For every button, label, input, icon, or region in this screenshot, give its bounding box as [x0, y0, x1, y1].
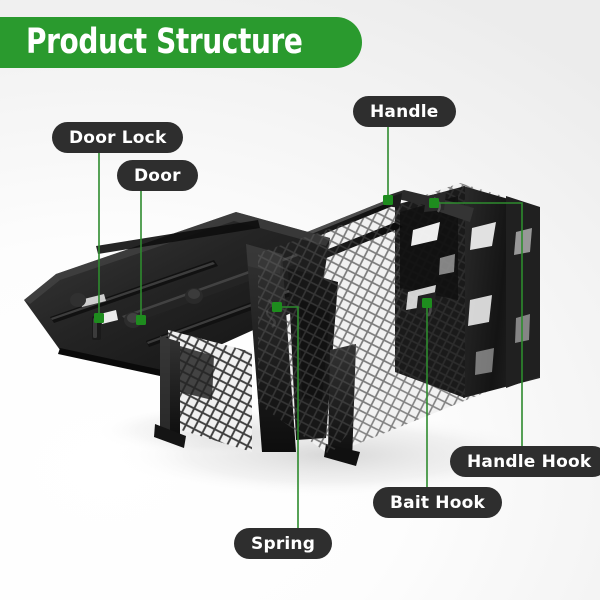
- rear-plate: [463, 186, 540, 398]
- callout-label-spring[interactable]: Spring: [234, 528, 333, 559]
- front-mesh-panel: [168, 330, 252, 452]
- page-title: Product Structure: [26, 22, 303, 62]
- callout-label-handle[interactable]: Handle: [353, 96, 456, 127]
- callout-label-handle-hook[interactable]: Handle Hook: [450, 446, 600, 477]
- callout-label-door-lock[interactable]: Door Lock: [52, 122, 184, 153]
- callout-label-bait-hook[interactable]: Bait Hook: [373, 487, 502, 518]
- frame-leg-left: [154, 336, 186, 448]
- callout-label-door[interactable]: Door: [117, 160, 198, 191]
- header-banner: Product Structure: [0, 17, 362, 68]
- cage-inner-chamber: [395, 186, 465, 398]
